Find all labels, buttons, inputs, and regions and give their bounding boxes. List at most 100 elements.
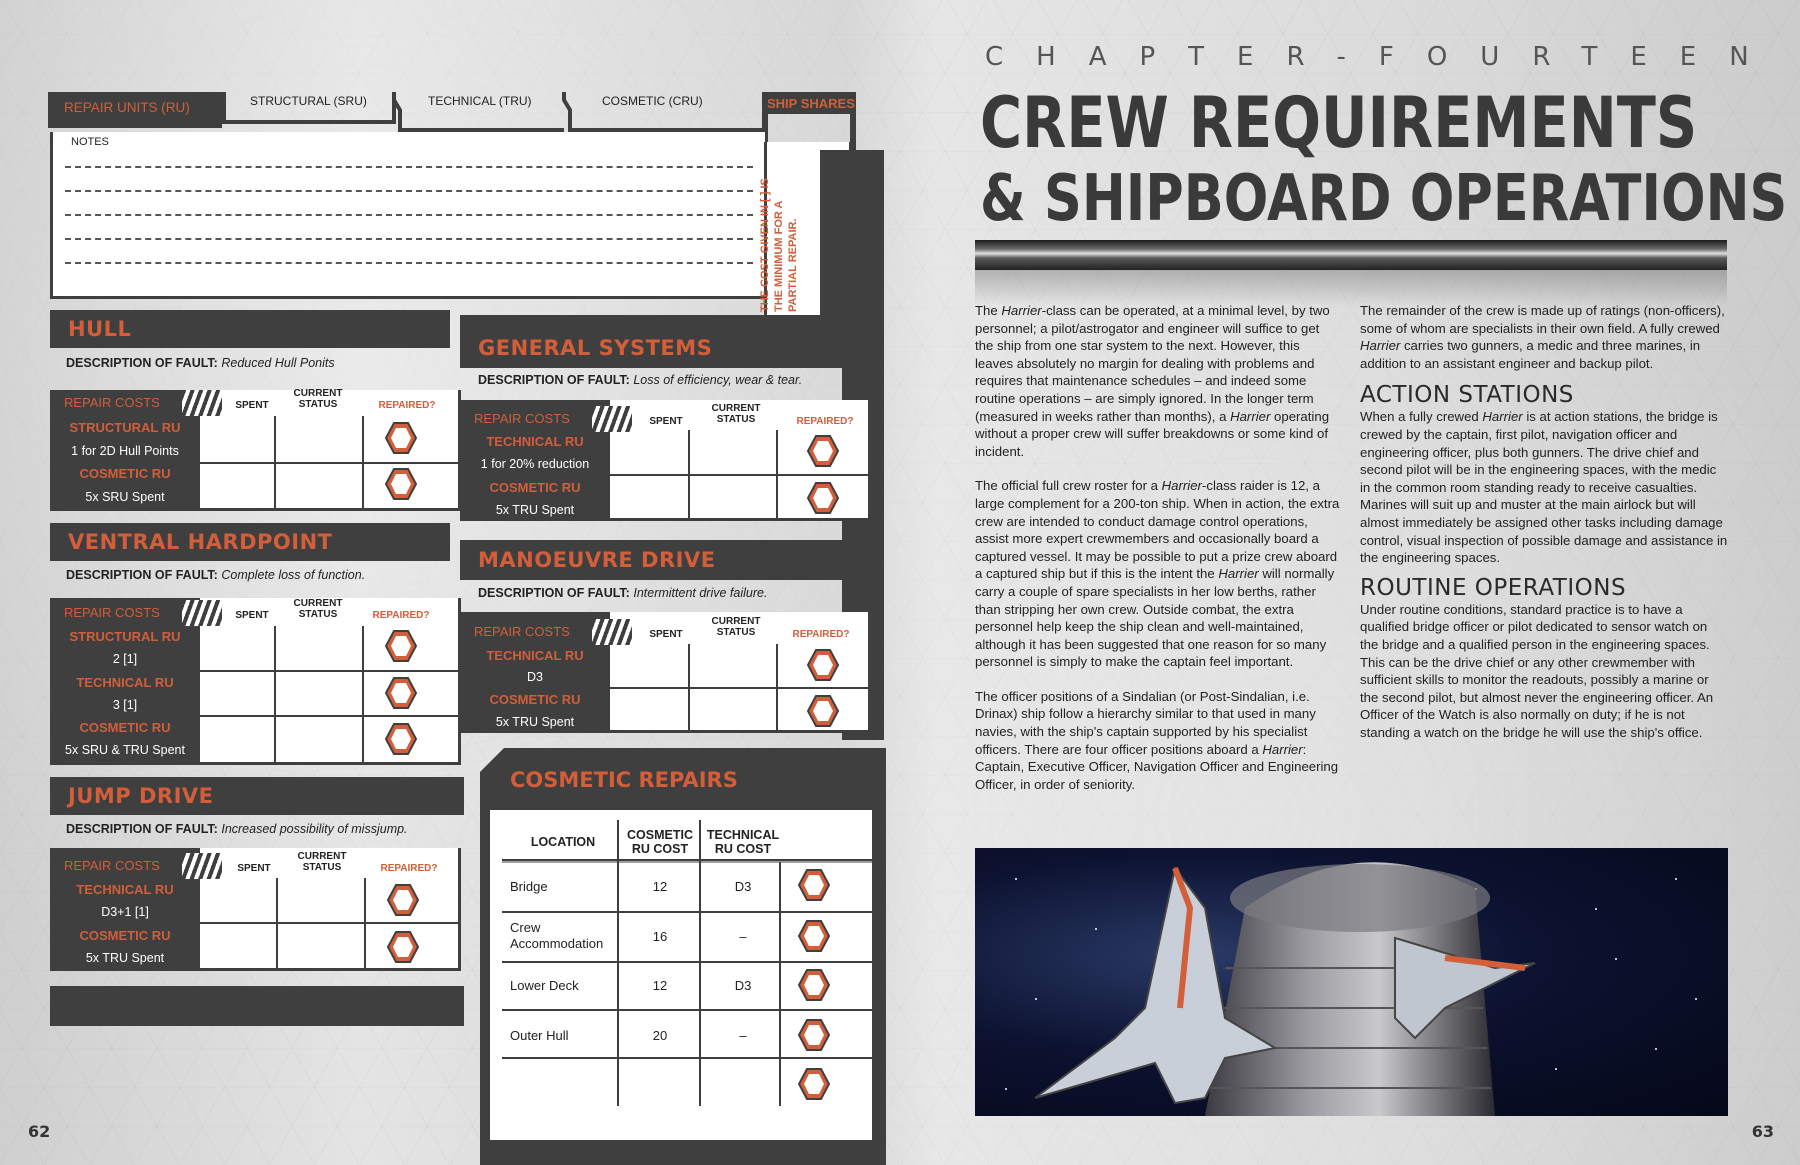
col-spent: SPENT [237,863,271,874]
repaired-checkbox[interactable] [384,676,418,710]
general-row-2-label: COSMETIC RU [489,480,581,495]
divider [610,687,868,689]
cosmetic-grid [502,820,872,1106]
desc-label: DESCRIPTION OF FAULT: [66,568,218,582]
repaired-checkbox[interactable] [386,930,420,964]
notes-label: NOTES [71,136,109,148]
ventral-row-2-label: TECHNICAL RU [76,675,174,690]
page-title-line1: CREW REQUIREMENTS [980,82,1698,164]
hull-row-1-value: 1 for 2D Hull Points [71,444,179,458]
ct-location-2: Crew Accommodation [510,920,604,951]
ventral-repair-costs: REPAIR COSTS [50,600,222,626]
desc-label: DESCRIPTION OF FAULT: [66,356,218,370]
col-spent: SPENT [235,400,269,411]
title-bar-shadow [975,270,1727,306]
col-status: CURRENT STATUS [711,403,761,425]
partial-repair-note: THE COST GIVEN IN [ ] IS THE MINIMUM FOR… [759,178,799,312]
stripes [182,390,222,416]
repaired-checkbox[interactable] [386,883,420,917]
stripes [182,600,222,626]
jump-row-2-label: COSMETIC RU [79,928,171,943]
repaired-checkbox[interactable] [797,919,831,953]
desc-label: DESCRIPTION OF FAULT: [66,822,218,836]
hull-row-1-label: STRUCTURAL RU [69,420,181,435]
paragraph: The officer positions of a Sindalian (or… [975,688,1339,792]
repaired-checkbox[interactable] [384,629,418,663]
manoeuvre-row-1-label: TECHNICAL RU [486,648,584,663]
col-repaired: REPAIRED? [380,863,438,874]
ct-technical-4: – [739,1028,747,1043]
title-metal-bar [975,240,1727,270]
ct-head-cosmetic: COSMETIC RU COST [627,828,693,856]
cosmetic-title: COSMETIC REPAIRS [510,768,738,792]
divider [200,715,458,717]
col-status: CURRENT STATUS [711,616,761,638]
divider [610,474,868,476]
notes-line [65,238,753,240]
hull-row-2-label: COSMETIC RU [79,466,171,481]
paragraph: When a fully crewed Harrier is at action… [1360,409,1728,566]
ventral-row-3-label: COSMETIC RU [79,720,171,735]
manoeuvre-fault-text: Intermittent drive failure. [633,586,768,600]
repaired-checkbox[interactable] [806,434,840,468]
repaired-checkbox[interactable] [797,1018,831,1052]
notes-line [65,166,753,168]
repaired-checkbox[interactable] [797,1067,831,1101]
general-fault: DESCRIPTION OF FAULT: Loss of efficiency… [478,373,802,387]
paragraph: The Harrier-class can be operated, at a … [975,303,1330,459]
hull-fault: DESCRIPTION OF FAULT: Reduced Hull Ponit… [66,356,335,370]
jump-repair-costs: REPAIR COSTS [50,853,222,879]
chapter-label: CHAPTER-FOURTEEN [985,42,1782,72]
repair-costs-label: REPAIR COSTS [64,395,160,410]
stripes [182,853,222,879]
text-column-1: The Harrier-class can be operated, at a … [975,302,1340,810]
jump-fault-text: Increased possibility of missjump. [221,822,408,836]
tab-technical: TECHNICAL (TRU) [428,94,532,108]
general-title: GENERAL SYSTEMS [460,328,870,368]
notes-box[interactable]: NOTES [50,132,768,299]
repair-costs-label: REPAIR COSTS [474,411,570,426]
ct-cosmetic-2: 16 [652,929,668,944]
repair-units-title: REPAIR UNITS (RU) [64,100,190,115]
manoeuvre-title: MANOEUVRE DRIVE [460,540,870,580]
notes-line [65,214,753,216]
ct-technical-2: – [739,929,747,944]
page-title-line2: & SHIPBOARD OPERATIONS [980,162,1788,236]
ventral-row-1-label: STRUCTURAL RU [69,629,181,644]
ventral-row-1-value: 2 [1] [112,652,138,666]
ventral-fault: DESCRIPTION OF FAULT: Complete loss of f… [66,568,365,582]
repaired-checkbox[interactable] [797,968,831,1002]
general-row-1-value: 1 for 20% reduction [480,457,590,471]
frame-pillar [820,150,884,320]
repaired-checkbox[interactable] [806,481,840,515]
divider [200,462,458,464]
text-column-2: The remainder of the crew is made up of … [1360,302,1728,758]
tab-cosmetic: COSMETIC (CRU) [602,94,703,108]
ct-location-1: Bridge [510,879,548,894]
repaired-checkbox[interactable] [384,722,418,756]
paragraph: Under routine conditions, standard pract… [1360,601,1714,740]
jump-footer-bar [50,986,464,1026]
repaired-checkbox[interactable] [806,694,840,728]
frame-bar [460,315,860,331]
col-repaired: REPAIRED? [378,400,436,411]
repaired-checkbox[interactable] [384,467,418,501]
repaired-checkbox[interactable] [806,648,840,682]
page-number-right: 63 [1751,1122,1774,1141]
divider [274,626,276,762]
repaired-checkbox[interactable] [797,868,831,902]
ventral-row-3-value: 5x SRU & TRU Spent [65,743,185,757]
notes-line [65,190,753,192]
col-spent: SPENT [235,610,269,621]
stripes [592,406,632,432]
notes-line [65,262,753,264]
jump-row-1-label: TECHNICAL RU [76,882,174,897]
ventral-fault-text: Complete loss of function. [221,568,366,582]
desc-label: DESCRIPTION OF FAULT: [478,373,630,387]
jump-title: JUMP DRIVE [50,777,464,815]
repaired-checkbox[interactable] [384,421,418,455]
ship-shares-label: SHIP SHARES [767,96,855,111]
col-repaired: REPAIRED? [792,629,850,640]
general-row-2-value: 5x TRU Spent [495,503,575,517]
paragraph: The remainder of the crew is made up of … [1360,303,1725,371]
